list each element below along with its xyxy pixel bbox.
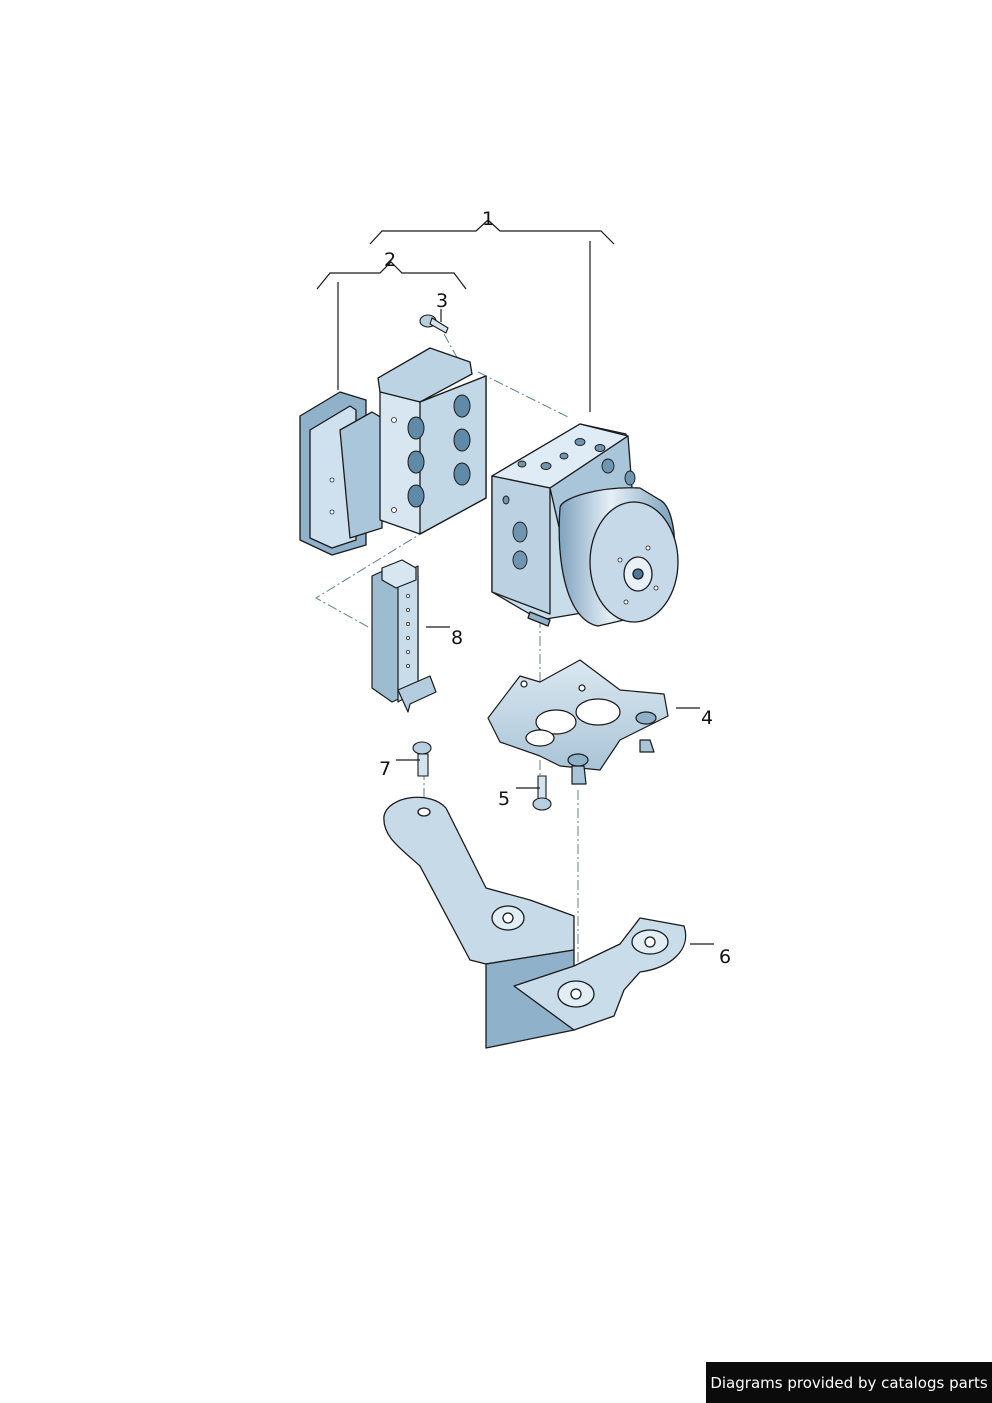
part-control-unit <box>299 347 487 556</box>
group-bracket-1 <box>369 219 615 412</box>
callout-2: 2 <box>384 249 397 271</box>
callout-5: 5 <box>498 788 511 810</box>
part-hydraulic-unit <box>491 423 679 627</box>
part-bolt-7 <box>412 741 432 777</box>
part-bolt-5 <box>532 775 552 811</box>
part-mounting-plate <box>487 659 669 785</box>
part-screw-3 <box>419 314 449 334</box>
callout-6: 6 <box>719 946 732 968</box>
callout-leaders <box>396 309 714 945</box>
group-bracket-2 <box>316 261 467 390</box>
callout-7: 7 <box>379 758 392 780</box>
part-bracket <box>383 796 687 1049</box>
credit-banner: Diagrams provided by catalogs parts <box>706 1362 992 1403</box>
callout-4: 4 <box>701 707 714 729</box>
callout-8: 8 <box>451 627 464 649</box>
part-connector <box>371 559 437 713</box>
callout-3: 3 <box>436 290 449 312</box>
callout-1: 1 <box>482 208 495 230</box>
